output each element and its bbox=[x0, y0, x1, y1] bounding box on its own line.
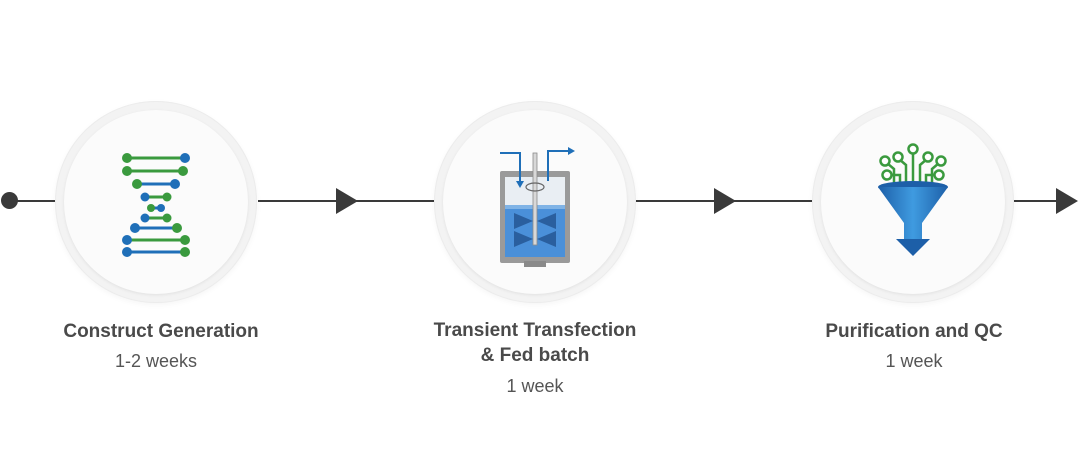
flow-connector bbox=[10, 200, 56, 202]
step-title: Purification and QC bbox=[825, 321, 1003, 342]
purification-funnel-icon bbox=[878, 143, 948, 256]
bioreactor-icon bbox=[500, 147, 575, 267]
flow-connector bbox=[734, 200, 814, 202]
step-title-line1: Transient Transfection bbox=[433, 320, 637, 341]
step-duration: 1 week bbox=[506, 376, 564, 396]
step-duration: 1 week bbox=[885, 351, 943, 371]
flow-arrow-icon bbox=[714, 188, 736, 214]
flow-connector bbox=[258, 200, 338, 202]
flow-connector bbox=[1014, 200, 1058, 202]
step-transient-transfection bbox=[434, 101, 636, 303]
step-construct-generation bbox=[55, 101, 257, 303]
flow-connector bbox=[356, 200, 436, 202]
flow-arrow-icon bbox=[336, 188, 358, 214]
flow-connector bbox=[636, 200, 716, 202]
step-duration: 1-2 weeks bbox=[114, 351, 198, 371]
flow-arrow-icon bbox=[1056, 188, 1078, 214]
step-purification-qc bbox=[812, 101, 1014, 303]
flow-start-dot bbox=[1, 192, 18, 209]
dna-icon bbox=[122, 153, 190, 257]
step-title: Construct Generation bbox=[63, 321, 259, 342]
step-title-line2: & Fed batch bbox=[480, 345, 590, 366]
